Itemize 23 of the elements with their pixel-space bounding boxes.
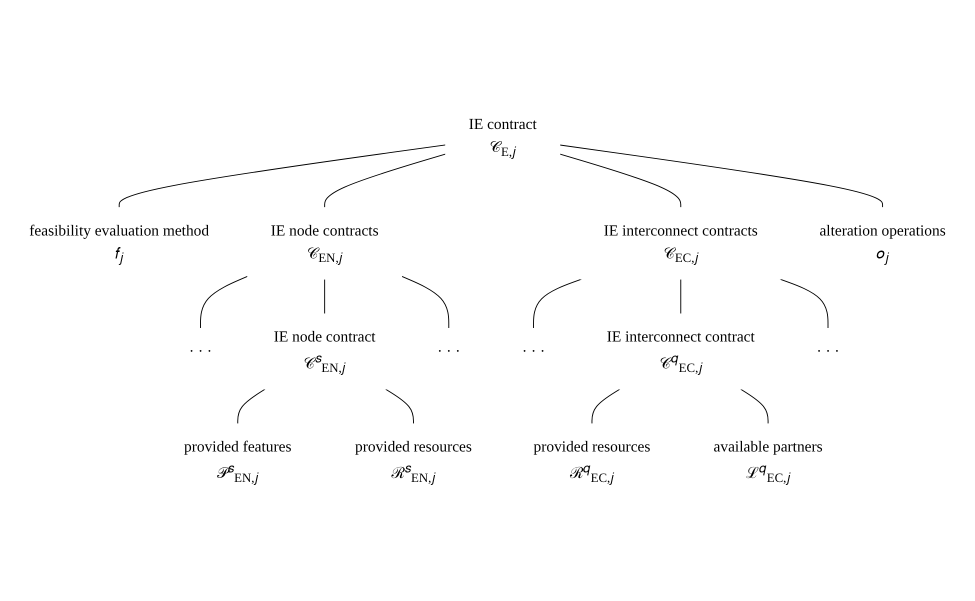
connector xyxy=(533,279,582,330)
connector xyxy=(780,279,828,330)
connector xyxy=(592,389,620,425)
connector xyxy=(324,154,446,208)
node-text: IE contract 𝒞$_{E,𝑗}$ xyxy=(468,116,537,160)
node-text: feasibility evaluation method 𝑓$_{𝑗}$ xyxy=(29,222,210,266)
connector xyxy=(118,144,446,208)
connector xyxy=(740,389,769,425)
node-text: · · · xyxy=(816,343,840,360)
connector xyxy=(237,389,266,425)
node-text: · · · xyxy=(437,343,460,360)
connector xyxy=(680,279,682,315)
node-text: IE node contracts 𝒞$_{EN,𝑗}$ xyxy=(270,222,379,266)
connector xyxy=(401,276,450,330)
connector xyxy=(324,279,326,315)
connector xyxy=(200,276,248,330)
node-text: alteration operations 𝑜$_{𝑗}$ xyxy=(819,222,946,266)
node-text: IE interconnect contracts 𝒞$_{EC,𝑗}$ xyxy=(604,222,758,266)
connector xyxy=(384,389,414,425)
node-text: · · · xyxy=(188,343,212,360)
connector xyxy=(559,154,682,208)
node-text: · · · xyxy=(522,343,546,360)
connector xyxy=(559,144,884,208)
